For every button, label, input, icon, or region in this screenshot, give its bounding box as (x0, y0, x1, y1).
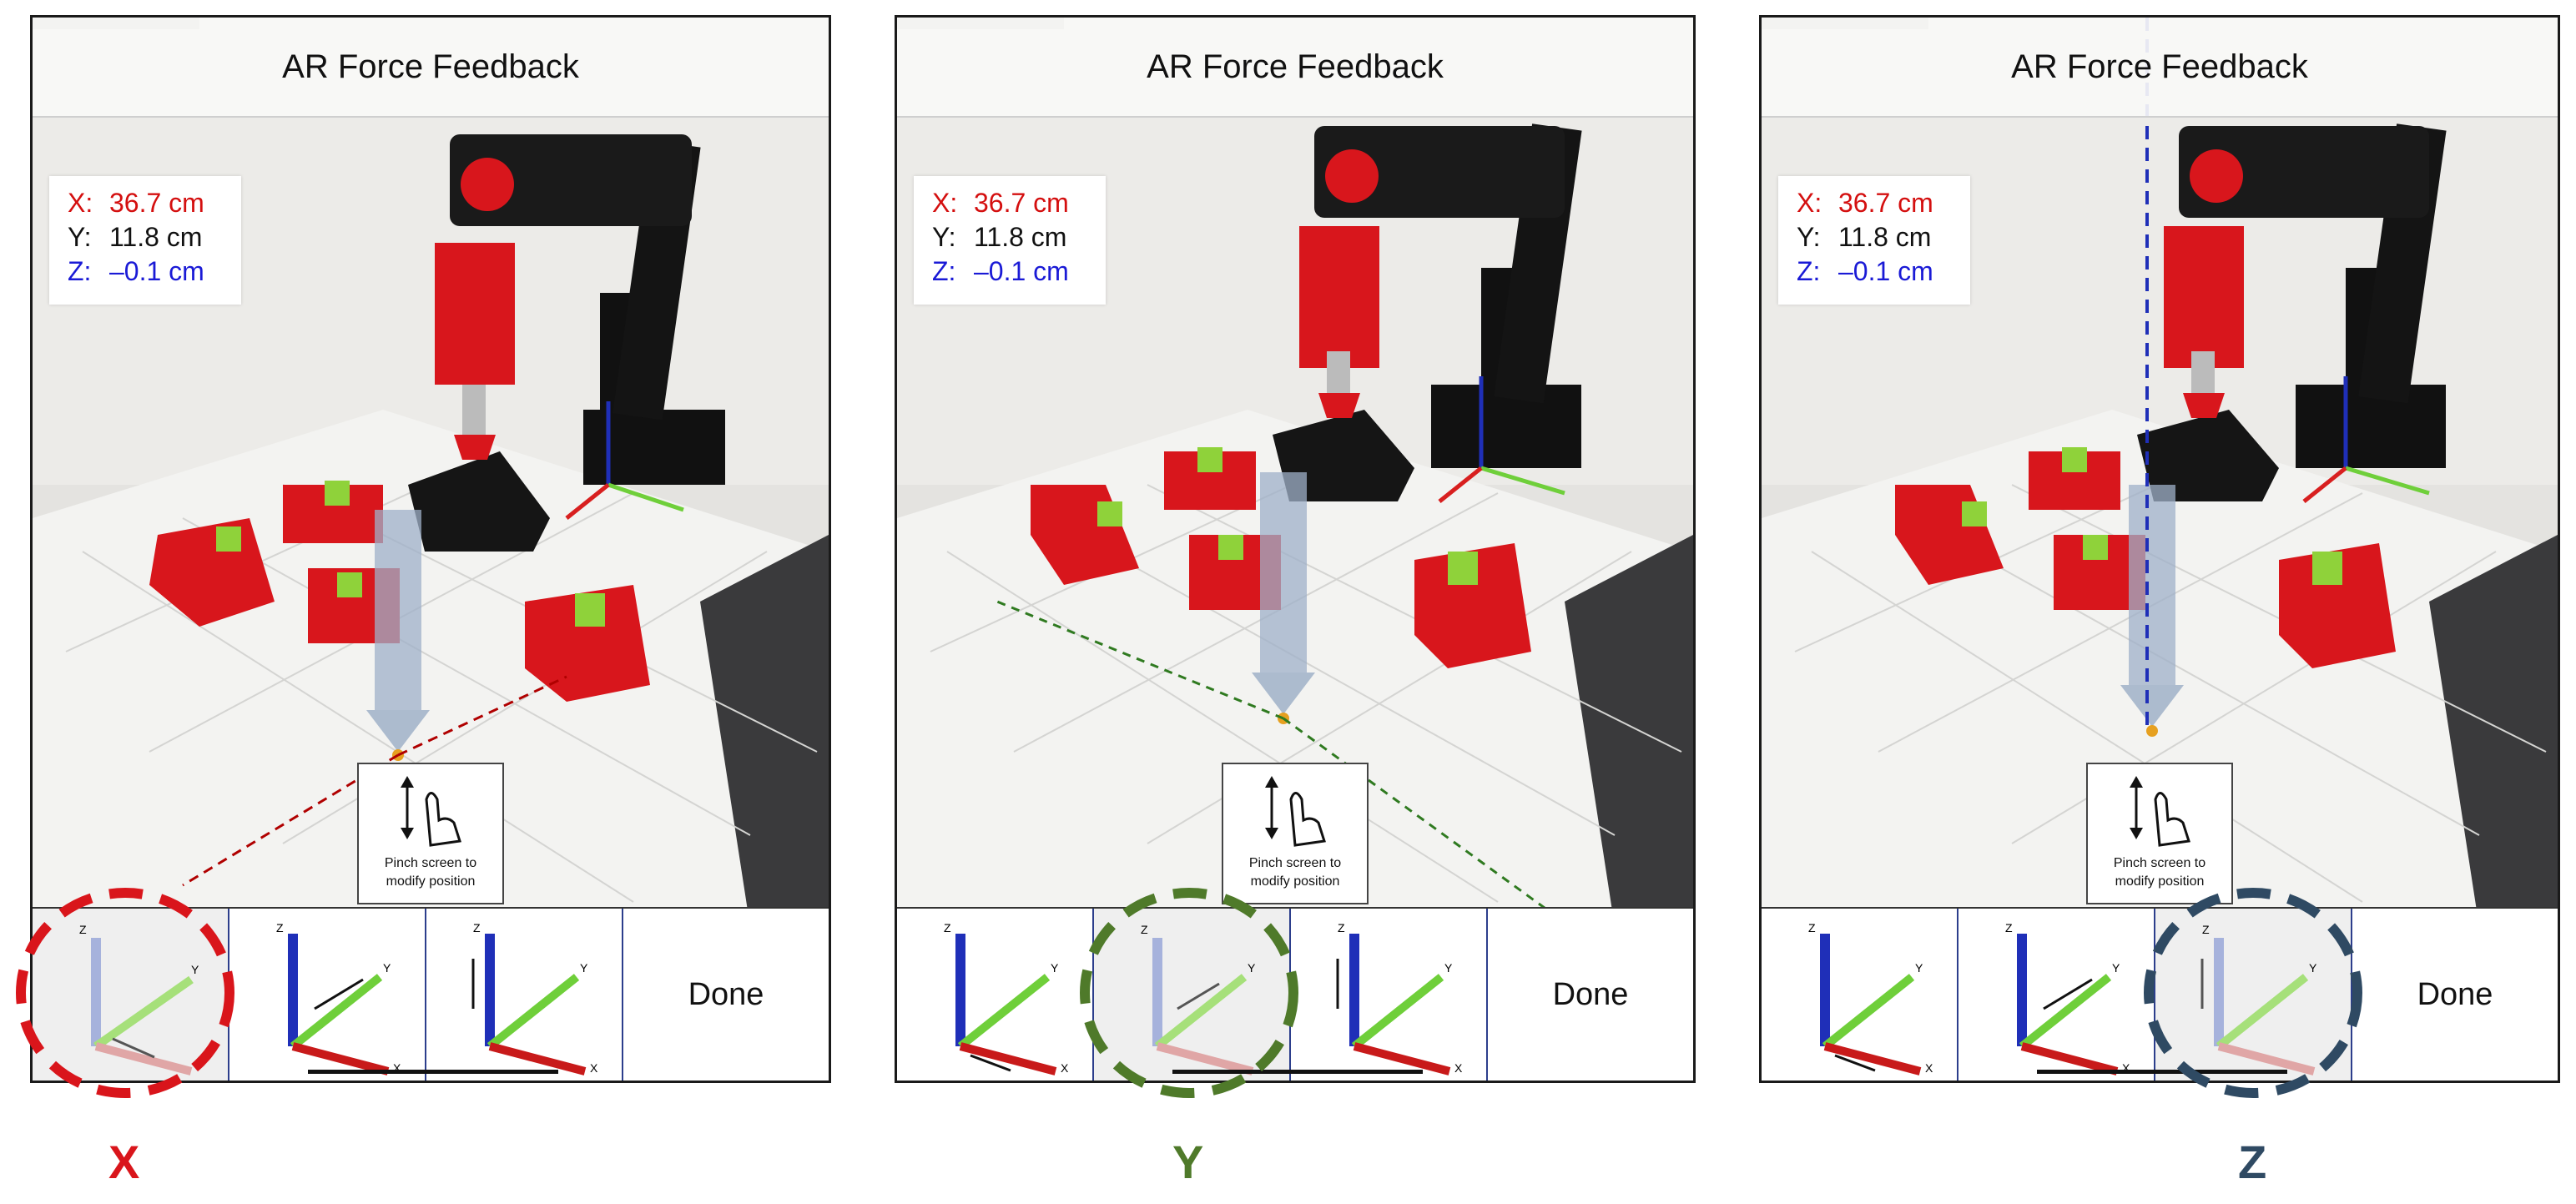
y-value: 11.8 cm (109, 222, 203, 252)
x-axis-tool-icon: Z Y X (1808, 921, 1933, 1076)
svg-text:Z: Z (276, 921, 284, 934)
svg-text:Y: Y (191, 963, 199, 976)
z-axis-tool-icon: Z Y X (471, 921, 598, 1076)
z-value: –0.1 cm (109, 256, 204, 286)
x-axis-tool-button[interactable]: Z Y X (897, 909, 1094, 1081)
y-label: Y: (1797, 222, 1821, 252)
z-axis-tool-icon: Z Y (2200, 923, 2317, 1076)
svg-text:Z: Z (1141, 923, 1148, 936)
svg-text:Z: Z (79, 923, 87, 936)
y-value: 11.8 cm (1838, 222, 1932, 252)
y-axis-tool-icon: Z Y X (2005, 921, 2130, 1076)
z-label: Z: (1797, 256, 1821, 286)
y-axis-tool-button[interactable]: Z Y X (229, 909, 426, 1081)
x-axis-tool-icon: Z Y (79, 923, 199, 1076)
y-highlight-circle (1080, 888, 1298, 1098)
pinch-hint: Pinch screen to modify position (2086, 763, 2233, 904)
pinch-hint: Pinch screen to modify position (1222, 763, 1369, 904)
z-label: Z: (932, 256, 956, 286)
svg-text:Z: Z (1338, 921, 1345, 934)
z-value: –0.1 cm (974, 256, 1069, 286)
position-readout: X: 36.7 cm Y: 11.8 cm Z: –0.1 cm (914, 176, 1106, 305)
done-button[interactable]: Done (2417, 976, 2493, 1012)
z-axis-tool-button[interactable]: Z Y X (1291, 909, 1488, 1081)
svg-text:X: X (1061, 1061, 1069, 1075)
x-highlight-circle (16, 888, 234, 1098)
svg-text:X: X (2122, 1061, 2130, 1075)
pinch-gesture-icon (2130, 776, 2190, 847)
x-value: 36.7 cm (974, 188, 1069, 218)
toolbar-indicator (1172, 1070, 1423, 1074)
x-label: X: (1797, 188, 1822, 218)
y-axis-tool-icon: Z Y (1141, 923, 1256, 1076)
position-readout: X: 36.7 cm Y: 11.8 cm Z: –0.1 cm (49, 176, 241, 305)
hint-line-2: modify position (386, 874, 476, 889)
svg-text:Y: Y (2112, 961, 2120, 975)
done-button[interactable]: Done (688, 976, 764, 1012)
app-title: AR Force Feedback (33, 18, 829, 118)
ar-app-screen-y: AR Force Feedback X: 36.7 cm Y: 11.8 cm Z:… (895, 15, 1696, 1083)
svg-text:Y: Y (1051, 961, 1059, 975)
app-title: AR Force Feedback (1762, 18, 2558, 118)
z-axis-tool-button[interactable]: Z Y (2155, 909, 2352, 1081)
svg-text:Z: Z (944, 921, 951, 934)
y-label: Y: (68, 222, 92, 252)
caption-x: X (108, 1136, 140, 1188)
x-value: 36.7 cm (109, 188, 204, 218)
svg-text:Z: Z (473, 921, 481, 934)
svg-text:X: X (590, 1061, 598, 1075)
svg-text:Z: Z (2202, 923, 2210, 936)
svg-text:X: X (1925, 1061, 1933, 1075)
z-axis-tool-icon: Z Y X (1336, 921, 1463, 1076)
done-button[interactable]: Done (1552, 976, 1629, 1012)
hint-line-1: Pinch screen to (2113, 856, 2206, 870)
z-label: Z: (68, 256, 92, 286)
hint-line-1: Pinch screen to (384, 856, 477, 870)
hint-line-1: Pinch screen to (1248, 856, 1342, 870)
caption-y: Y (1172, 1136, 1204, 1188)
svg-text:Y: Y (1915, 961, 1923, 975)
position-readout: X: 36.7 cm Y: 11.8 cm Z: –0.1 cm (1778, 176, 1970, 305)
y-label: Y: (932, 222, 956, 252)
svg-text:Y: Y (1248, 961, 1256, 975)
z-highlight-circle (2144, 888, 2362, 1098)
toolbar-indicator (2037, 1070, 2287, 1074)
y-axis-tool-button[interactable]: Z Y X (1958, 909, 2155, 1081)
svg-text:Y: Y (1444, 961, 1453, 975)
z-axis-tool-button[interactable]: Z Y X (426, 909, 623, 1081)
pinch-hint: Pinch screen to modify position (357, 763, 504, 904)
z-value: –0.1 cm (1838, 256, 1933, 286)
svg-text:Z: Z (2005, 921, 2013, 934)
y-value: 11.8 cm (974, 222, 1067, 252)
hint-line-2: modify position (1250, 874, 1340, 889)
caption-z: Z (2238, 1136, 2267, 1188)
toolbar-indicator (308, 1070, 558, 1074)
svg-text:Y: Y (580, 961, 588, 975)
app-title: AR Force Feedback (897, 18, 1693, 118)
x-axis-tool-button[interactable]: Z Y X (1762, 909, 1958, 1081)
svg-text:X: X (393, 1061, 401, 1075)
x-label: X: (68, 188, 93, 218)
hint-line-2: modify position (2115, 874, 2205, 889)
svg-text:Y: Y (2309, 961, 2317, 975)
svg-text:Z: Z (1808, 921, 1816, 934)
axis-toolbar: Z Y X Z Y X Z Y (1762, 907, 2558, 1081)
x-value: 36.7 cm (1838, 188, 1933, 218)
x-axis-tool-icon: Z Y X (944, 921, 1069, 1076)
pinch-gesture-icon (1265, 776, 1326, 847)
svg-text:X: X (1454, 1061, 1463, 1075)
ar-app-screen-z: AR Force Feedback X: 36.7 cm Y: 11.8 cm Z:… (1759, 15, 2560, 1083)
x-label: X: (932, 188, 958, 218)
y-axis-tool-button[interactable]: Z Y (1094, 909, 1291, 1081)
y-axis-tool-icon: Z Y X (276, 921, 401, 1076)
svg-text:Y: Y (383, 961, 391, 975)
pinch-gesture-icon (401, 776, 461, 847)
